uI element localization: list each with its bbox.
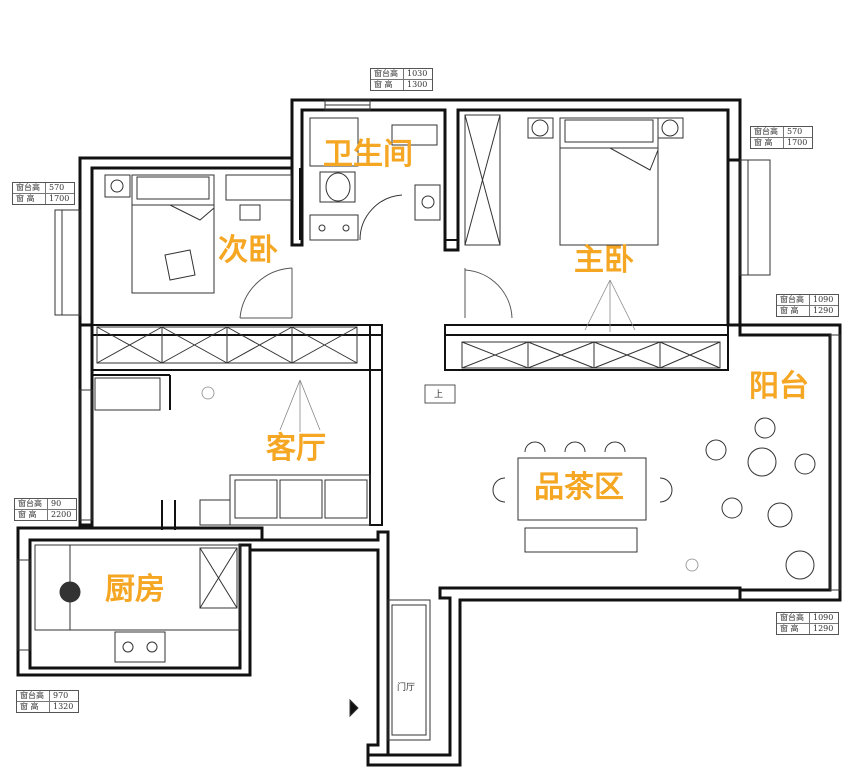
window-tag-label: 窗台高 <box>13 183 46 193</box>
window-tag-value: 1700 <box>787 138 808 147</box>
window-tag-value: 1030 <box>407 69 428 78</box>
window-tag-label: 窗台高 <box>751 127 784 137</box>
window-tag-value: 1300 <box>407 80 428 89</box>
window-tag-label: 窗 高 <box>13 194 46 204</box>
window-tag-label: 窗台高 <box>777 613 810 623</box>
window-tag-label: 窗 高 <box>777 306 810 316</box>
window-tag-label: 窗 高 <box>17 702 50 712</box>
room-label-second-bedroom: 次卧 <box>218 233 278 268</box>
tea-table <box>492 417 816 580</box>
window-tag-value: 1290 <box>813 306 834 315</box>
window-tag-value: 1290 <box>813 624 834 633</box>
exterior-walls <box>16 98 842 767</box>
window-tag-value: 1320 <box>53 702 74 711</box>
window-tag-label: 窗 高 <box>15 510 48 520</box>
room-label-bathroom: 卫生间 <box>323 137 413 172</box>
stair-label: 上 <box>434 390 444 400</box>
window-tag-value: 570 <box>787 127 803 136</box>
window-tag-value: 1700 <box>49 194 70 203</box>
window-tag-value: 2200 <box>51 510 72 519</box>
living-sofa <box>94 377 371 526</box>
room-label-kitchen: 厨房 <box>105 572 165 607</box>
window-tag-label: 窗台高 <box>17 691 50 701</box>
second-bed <box>104 174 292 294</box>
stair-box <box>424 384 456 404</box>
window-tag-value: 570 <box>49 183 65 192</box>
window-tag-label: 窗台高 <box>777 295 810 305</box>
kitchen-fixtures <box>34 544 241 663</box>
entry-cabinet <box>349 599 431 741</box>
bathroom-fixtures <box>309 117 441 241</box>
entry-label: 门厅 <box>397 683 416 693</box>
window-tag-label: 窗 高 <box>777 624 810 634</box>
room-label-master-bedroom: 主卧 <box>574 243 634 278</box>
window-tag-value: 1090 <box>813 295 834 304</box>
window-tag-label: 窗台高 <box>15 499 48 509</box>
window-tag-value: 1090 <box>813 613 834 622</box>
room-label-living-room: 客厅 <box>266 431 326 466</box>
window-tag-value: 90 <box>51 499 62 508</box>
windows <box>17 99 841 651</box>
doors <box>239 267 513 319</box>
window-tag-value: 970 <box>53 691 69 700</box>
room-label-tea-area: 品茶区 <box>534 470 624 505</box>
interior-walls <box>91 168 729 530</box>
window-tag-label: 窗 高 <box>371 80 404 90</box>
window-tag-label: 窗台高 <box>371 69 404 79</box>
window-tag-label: 窗 高 <box>751 138 784 148</box>
light-fixtures <box>201 279 699 572</box>
wardrobes <box>96 326 721 369</box>
master-bed <box>464 114 684 246</box>
room-label-balcony: 阳台 <box>749 369 809 404</box>
